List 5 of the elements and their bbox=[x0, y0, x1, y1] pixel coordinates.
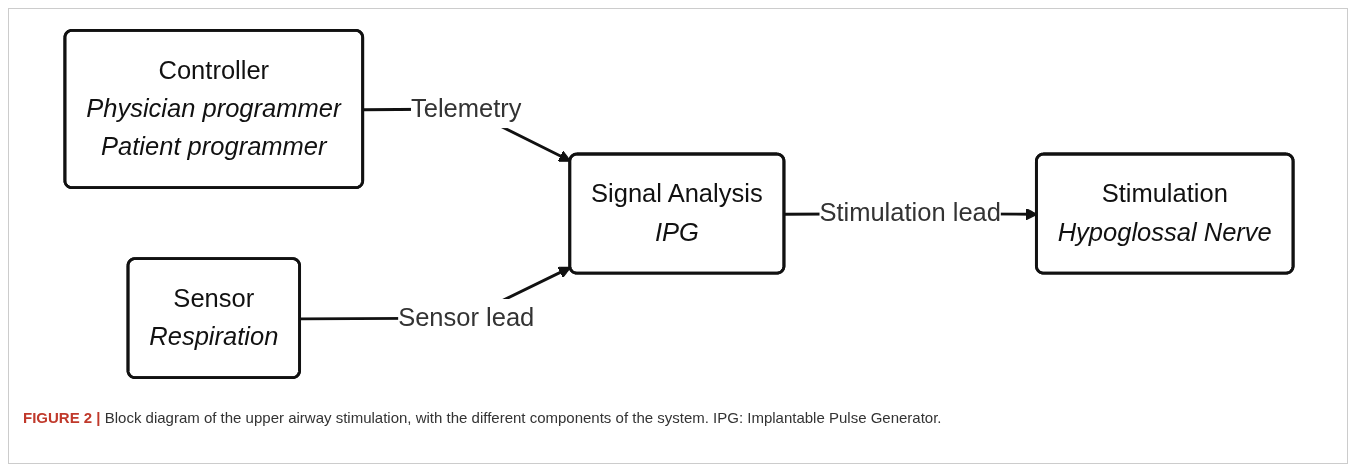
edge-label: Stimulation lead bbox=[819, 198, 1001, 228]
edge-label: Telemetry bbox=[410, 94, 522, 123]
figure-caption: FIGURE 2 | Block diagram of the upper airway stimulation, with the different components of the system. IPG: Implantable Pulse Generator. bbox=[23, 409, 943, 426]
edge-label: Sensor lead bbox=[398, 303, 535, 332]
figure-frame: Telemetry Sensor lead Stimulation lead Controller Physician programmer Patient programmer Sensor Respiration Signal Analysis IPG Stimulation Hypoglossal Nerve FIGURE 2 | Block diagram of the upper airway stimulation, with the different components of the system. IPG: Implantable Pulse Generator. bbox=[8, 8, 1348, 464]
